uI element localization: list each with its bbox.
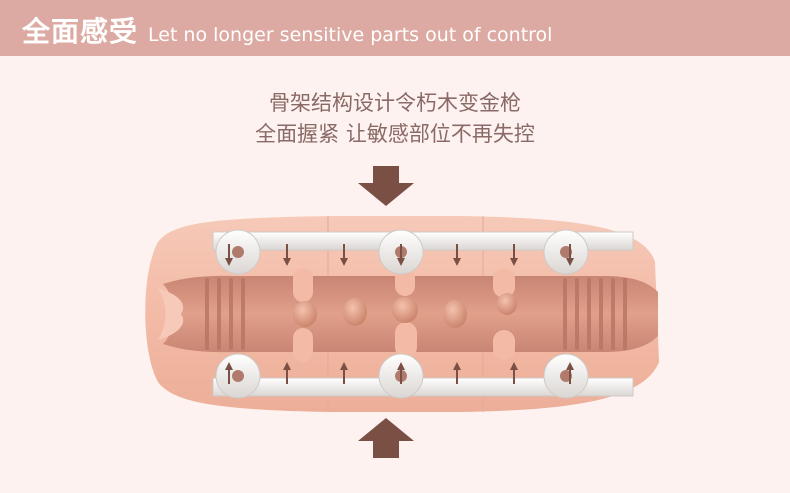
header-title: 全面感受 xyxy=(22,15,139,48)
caption-line-1: 骨架结构设计令朽木变金枪 xyxy=(269,91,521,115)
header-banner: 全面感受 Let no longer sensitive parts out o… xyxy=(0,0,790,56)
down-arrow-icon xyxy=(358,166,414,206)
up-arrow-icon xyxy=(358,418,414,458)
caption-line-2: 全面握紧 让敏感部位不再失控 xyxy=(255,122,535,146)
header-subtitle: Let no longer sensitive parts out of con… xyxy=(148,24,553,46)
sleeve-cross-section-diagram xyxy=(145,216,659,412)
